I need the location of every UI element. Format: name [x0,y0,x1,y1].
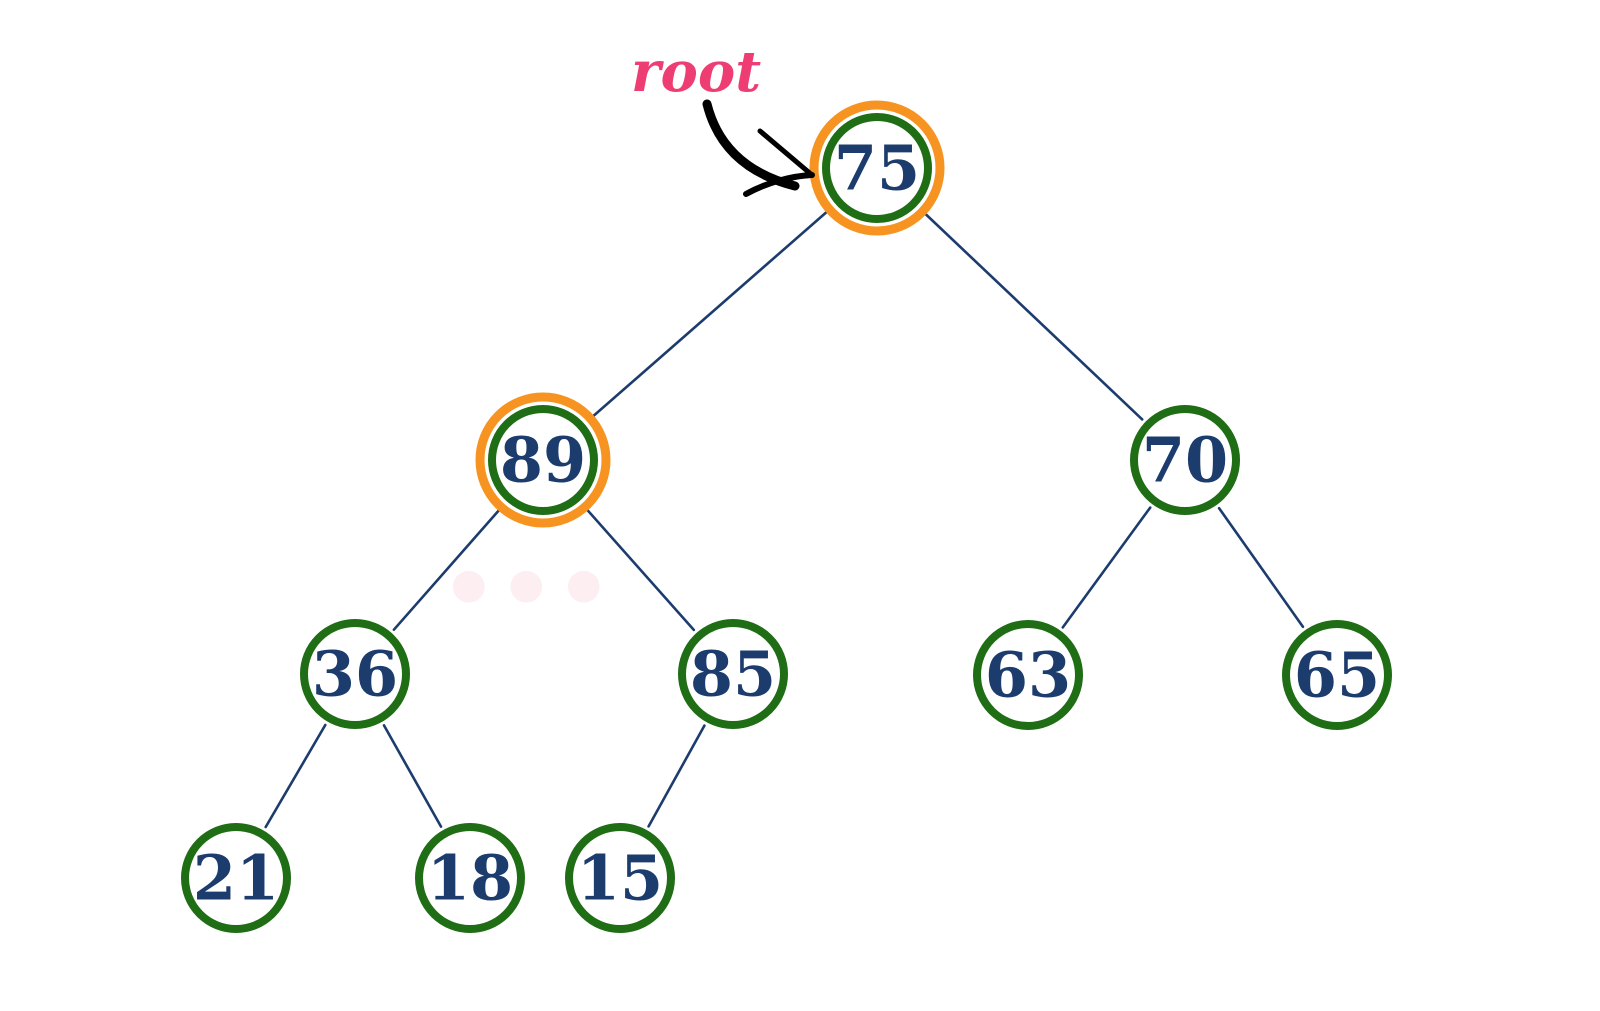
node-value-label: 21 [193,842,279,915]
node-fill [569,827,671,929]
root-label: root [631,39,761,105]
node-value-label: 15 [577,842,663,915]
node-value-label: 18 [427,842,513,915]
node-ring [1282,620,1392,730]
node-value-label: 75 [834,132,920,205]
tree-node[interactable]: 63 [973,620,1083,730]
root-arrowhead-upper [757,128,815,178]
node-fill [1134,409,1236,511]
node-ring [973,620,1083,730]
tree-edge [382,724,443,828]
tree-edge [264,723,327,829]
node-fill [1286,624,1388,726]
tree-node[interactable]: 75 [809,100,945,236]
node-ring [678,619,788,729]
node-fill [304,623,406,725]
tree-edge [647,724,706,828]
node-ring [565,823,675,933]
node-fill [977,624,1079,726]
tree-node[interactable]: 18 [415,823,525,933]
tree-node[interactable]: 85 [678,619,788,729]
node-fill [419,827,521,929]
node-ring [822,113,932,223]
tree-edge [922,210,1144,421]
node-ring [1130,405,1240,515]
watermark-layer: ••• [440,536,613,642]
node-highlight-ring [809,100,945,236]
tree-edge [392,506,503,632]
tree-node[interactable]: 89 [475,392,611,528]
watermark-text: ••• [440,536,613,642]
root-arrowhead-lower [743,172,815,197]
edges-layer [264,208,1305,829]
node-value-label: 63 [985,639,1071,712]
node-value-label: 89 [500,424,586,497]
node-ring [415,823,525,933]
tree-node[interactable]: 65 [1282,620,1392,730]
root-annotation: root [631,39,815,197]
tree-edge [584,506,696,632]
tree-node[interactable]: 70 [1130,405,1240,515]
node-value-label: 70 [1142,424,1228,497]
node-fill [492,409,594,511]
node-value-label: 36 [312,638,398,711]
tree-node[interactable]: 15 [565,823,675,933]
node-highlight-ring [475,392,611,528]
node-fill [826,117,928,219]
root-arrow-curve [702,99,800,191]
node-value-label: 65 [1294,639,1380,712]
node-ring [488,405,598,515]
node-ring [300,619,410,729]
tree-node[interactable]: 36 [300,619,410,729]
tree-edge [1217,506,1305,629]
nodes-layer: 75 89 70 36 85 63 65 21 18 15 [181,100,1392,933]
tree-edge [589,208,831,420]
node-fill [682,623,784,725]
node-fill [185,827,287,929]
node-ring [181,823,291,933]
tree-edge [1061,506,1152,629]
node-value-label: 85 [690,638,776,711]
tree-node[interactable]: 21 [181,823,291,933]
